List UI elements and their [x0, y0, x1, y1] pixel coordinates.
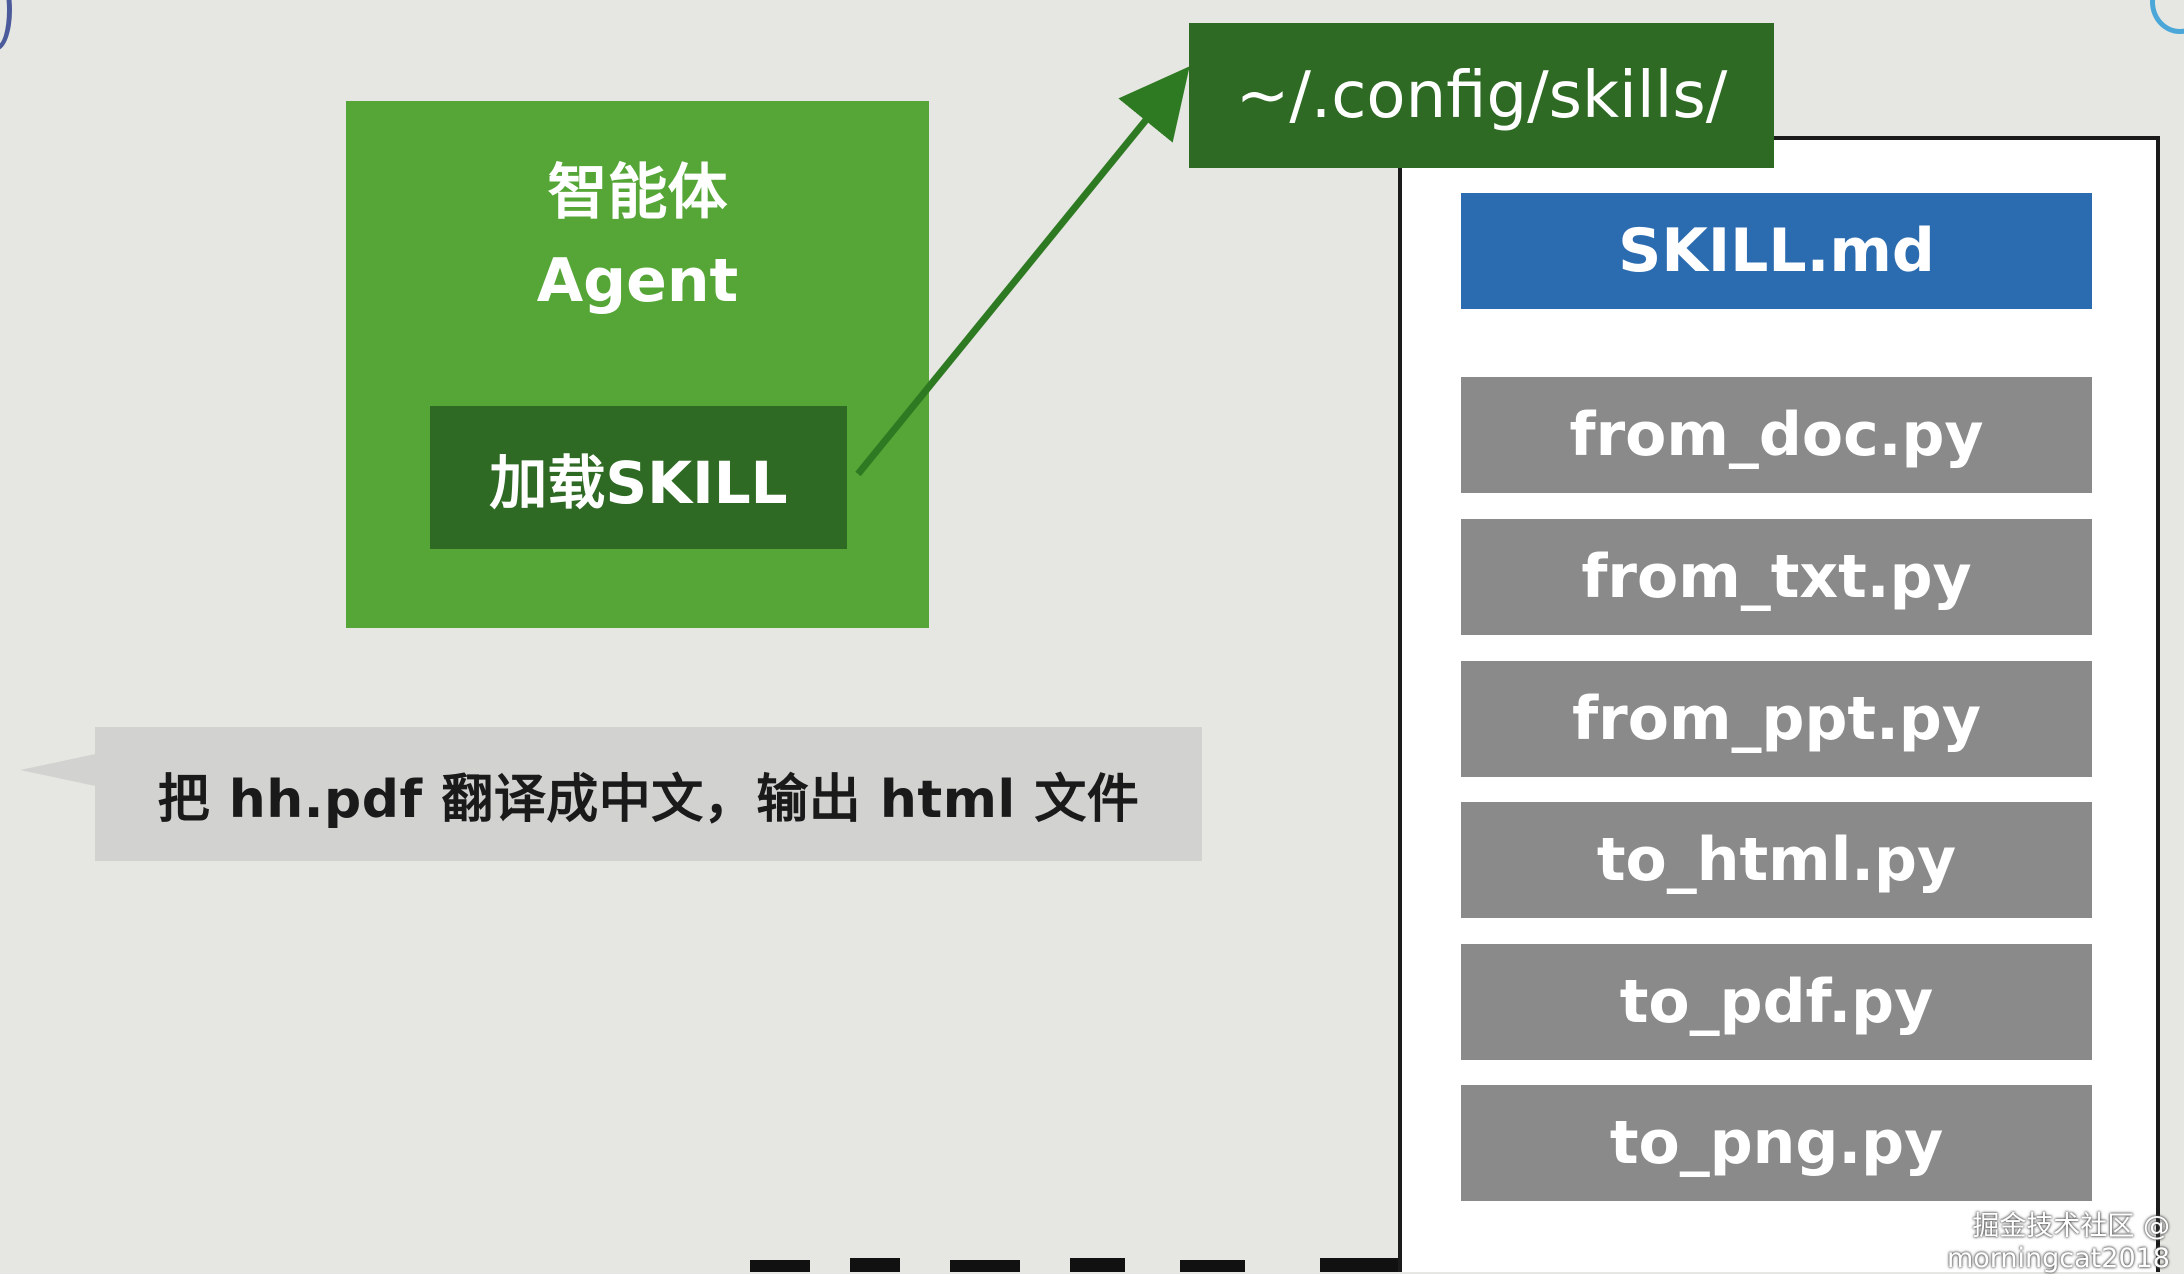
prompt-bubble: 把 hh.pdf 翻译成中文，输出 html 文件: [95, 727, 1202, 861]
bubble-tail: [20, 753, 100, 787]
file-from-ppt: from_ppt.py: [1461, 661, 2092, 777]
file-to-pdf: to_pdf.py: [1461, 944, 2092, 1060]
file-skill-md: SKILL.md: [1461, 193, 2092, 309]
agent-box: 智能体 Agent 加载SKILL: [346, 101, 929, 628]
folder-path-label: ~/.config/skills/: [1189, 23, 1774, 168]
file-to-png: to_png.py: [1461, 1085, 2092, 1201]
corner-decoration-right: [2150, 0, 2184, 34]
file-from-txt: from_txt.py: [1461, 519, 2092, 635]
agent-title-en: Agent: [536, 246, 739, 316]
corner-decoration-left: [0, 0, 12, 50]
file-to-html: to_html.py: [1461, 802, 2092, 918]
file-from-doc: from_doc.py: [1461, 377, 2092, 493]
watermark: 掘金技术社区 @ morningcat2018: [1946, 1211, 2170, 1274]
agent-title-cn: 智能体: [547, 158, 728, 228]
load-skill-block: 加载SKILL: [430, 406, 847, 549]
